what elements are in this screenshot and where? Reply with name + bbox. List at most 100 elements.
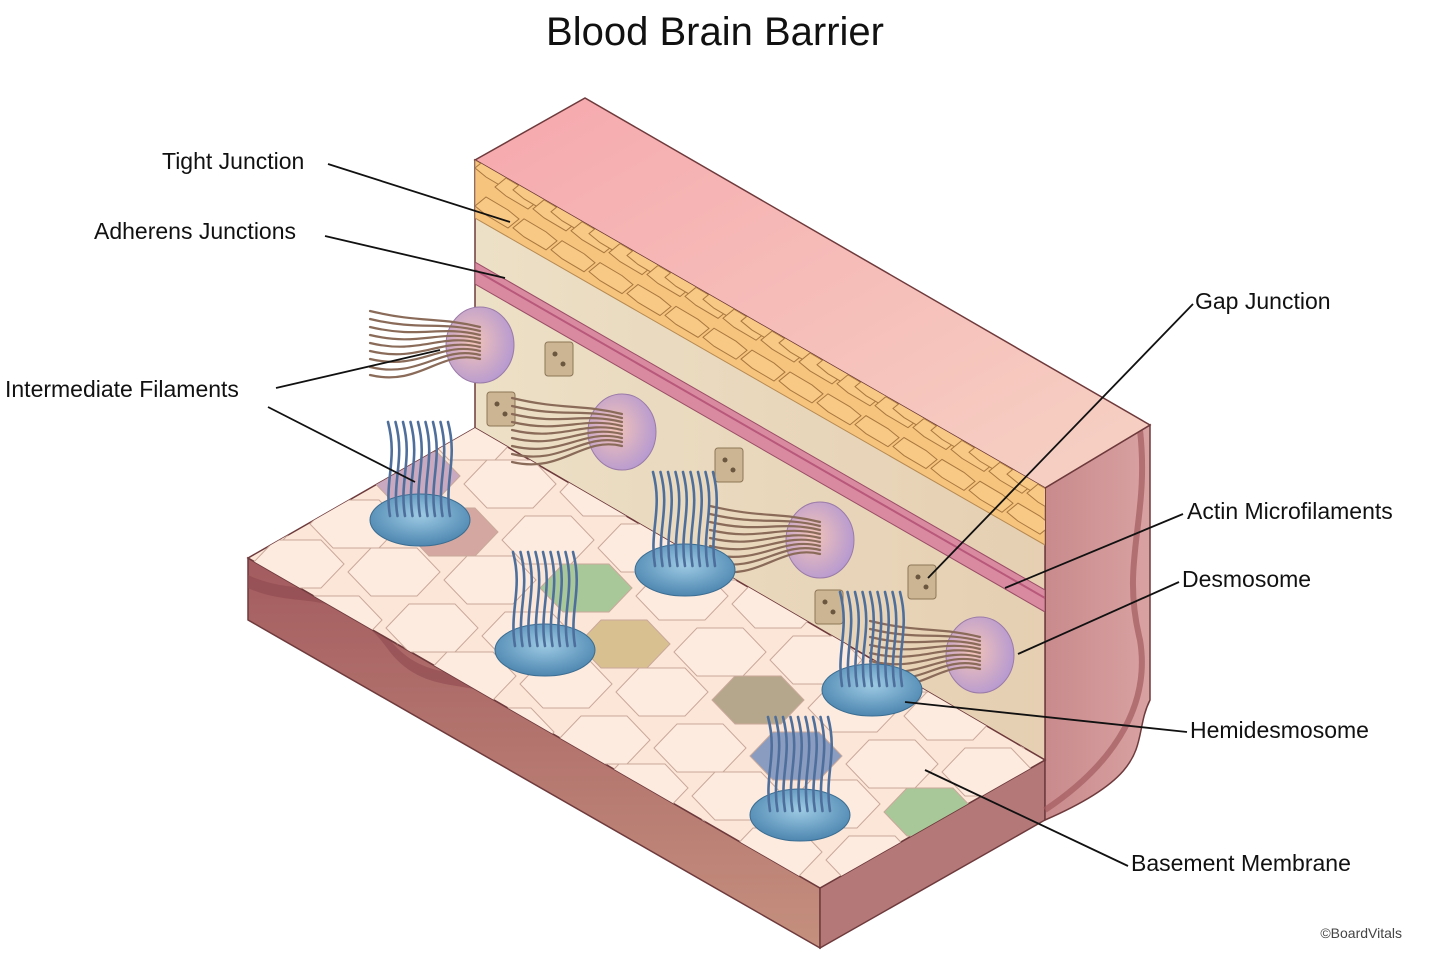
intermediate-filament — [368, 317, 482, 333]
hemidesmosome-filament — [666, 470, 674, 568]
gap-junction-plaque — [486, 391, 516, 427]
tight-junction-cell — [664, 305, 710, 338]
leader-hemidesmosome — [904, 701, 1188, 733]
tight-junction-cell — [512, 218, 558, 251]
hemidesmosome-filament — [846, 590, 853, 688]
intermediate-filament — [510, 443, 624, 466]
gap-junction-pore — [502, 411, 508, 417]
tight-junction-cell — [1026, 483, 1045, 516]
label-gap-junction: Gap Junction — [1195, 288, 1331, 314]
intermediate-filament — [368, 356, 482, 379]
intermediate-filament — [708, 528, 822, 536]
intermediate-filament — [868, 619, 982, 639]
intermediate-filament — [510, 404, 624, 420]
gap-junction-plaque — [544, 341, 574, 377]
floor-hex-cell — [463, 459, 557, 509]
hemidesmosome-pad — [821, 663, 923, 717]
floor-hex-cell — [1076, 804, 1168, 852]
tight-junction-cell — [930, 458, 976, 492]
intermediate-filament — [368, 343, 482, 356]
floor-hex-cell — [1308, 628, 1400, 676]
hemidesmosome-pad — [494, 623, 596, 677]
hemidesmosome-filament — [711, 470, 719, 568]
wall-side-wave — [1043, 429, 1146, 813]
floor-hex-cell — [1134, 764, 1226, 812]
hemidesmosome-filament — [571, 550, 579, 648]
intermediate-filament — [510, 412, 624, 424]
hemidesmosome-filament — [781, 715, 789, 813]
floor-hex-cell — [249, 787, 343, 837]
floor-hex-cell — [1017, 851, 1045, 888]
intermediate-filament — [708, 534, 822, 543]
intermediate-filament — [368, 339, 482, 348]
tight-junction-cell — [816, 393, 862, 426]
hemidesmosome-filament — [898, 590, 906, 688]
diagram-title: Blood Brain Barrier — [546, 10, 884, 54]
hemidesmosome-filament — [766, 715, 774, 813]
intermediate-filament — [510, 426, 624, 435]
hemidesmosome-filament — [446, 420, 454, 518]
leader-gap-junction — [927, 303, 1194, 579]
hemidesmosome-filament — [868, 590, 876, 688]
hemidesmosome-filament — [689, 470, 696, 568]
floor-hex-cell — [1230, 772, 1322, 820]
intermediate-filament — [368, 352, 482, 371]
hemidesmosome-filament — [883, 590, 891, 688]
gap-junction-pore — [730, 467, 736, 473]
intermediate-filament — [868, 627, 982, 643]
floor-hex-cell — [154, 780, 246, 828]
hemidesmosome-filament — [416, 420, 424, 518]
hemidesmosome-filament — [674, 470, 681, 568]
tight-junction-cell — [626, 283, 672, 317]
leader-intermediate-filaments-1 — [275, 349, 441, 389]
leader-tight-junction — [327, 163, 511, 223]
floor-hex-cell — [269, 691, 363, 741]
hemidesmosome-filament — [409, 420, 416, 518]
label-basement-membrane: Basement Membrane — [1131, 850, 1351, 876]
hemidesmosome-filament — [511, 550, 519, 648]
hemidesmosome-filament — [534, 550, 541, 648]
hemidesmosome-filament — [789, 715, 796, 813]
hemidesmosome-filament — [401, 420, 409, 518]
tight-junction-cell — [854, 415, 900, 448]
wall-side-face — [1044, 423, 1151, 822]
tight-junction-cell — [892, 436, 938, 470]
gap-junction-pore — [923, 584, 929, 590]
floor-hex-cell — [653, 723, 747, 773]
hemidesmosome-filament — [681, 470, 689, 568]
hemidesmosome-filament — [696, 470, 704, 568]
floor-hex-cell — [673, 627, 767, 677]
tight-junction-cell — [702, 327, 748, 360]
intermediate-filament — [368, 333, 482, 341]
hemidesmosome-filament — [804, 715, 811, 813]
floor-hex-cell — [248, 428, 327, 445]
floor-hex-cell — [1212, 620, 1304, 668]
hemidesmosome-filament — [853, 590, 861, 688]
floor-hex-cell — [248, 731, 305, 781]
floor-hex-cell — [345, 795, 439, 845]
intermediate-filament — [368, 325, 482, 337]
floor-hex-cell — [501, 515, 595, 565]
hemidesmosome-filament — [394, 420, 401, 518]
intermediate-filament — [708, 512, 822, 528]
intermediate-filament — [708, 504, 822, 524]
hemidesmosome-filament — [651, 470, 659, 568]
leader-intermediate-filaments-2 — [267, 406, 416, 483]
hemidesmosome-filament — [519, 550, 526, 648]
intermediate-filament — [510, 434, 624, 450]
adherens-line — [475, 269, 1045, 599]
gap-junction-pore — [915, 574, 921, 580]
intermediate-filament — [868, 643, 982, 651]
hemidesmosome-filament — [526, 550, 534, 648]
label-tight-junction: Tight Junction — [162, 148, 305, 174]
label-desmosome: Desmosome — [1182, 566, 1312, 592]
floor-hex-cell — [577, 619, 671, 669]
gap-junction-pore — [552, 351, 558, 357]
hemidesmosome-pad — [749, 788, 851, 842]
gap-junction-pore — [822, 599, 828, 605]
hemidesmosome-filament — [891, 590, 898, 688]
hemidesmosome-filament — [659, 470, 666, 568]
gap-junction-pore — [830, 609, 836, 615]
gap-junction-pore — [722, 457, 728, 463]
tight-junction-cell — [550, 240, 596, 273]
